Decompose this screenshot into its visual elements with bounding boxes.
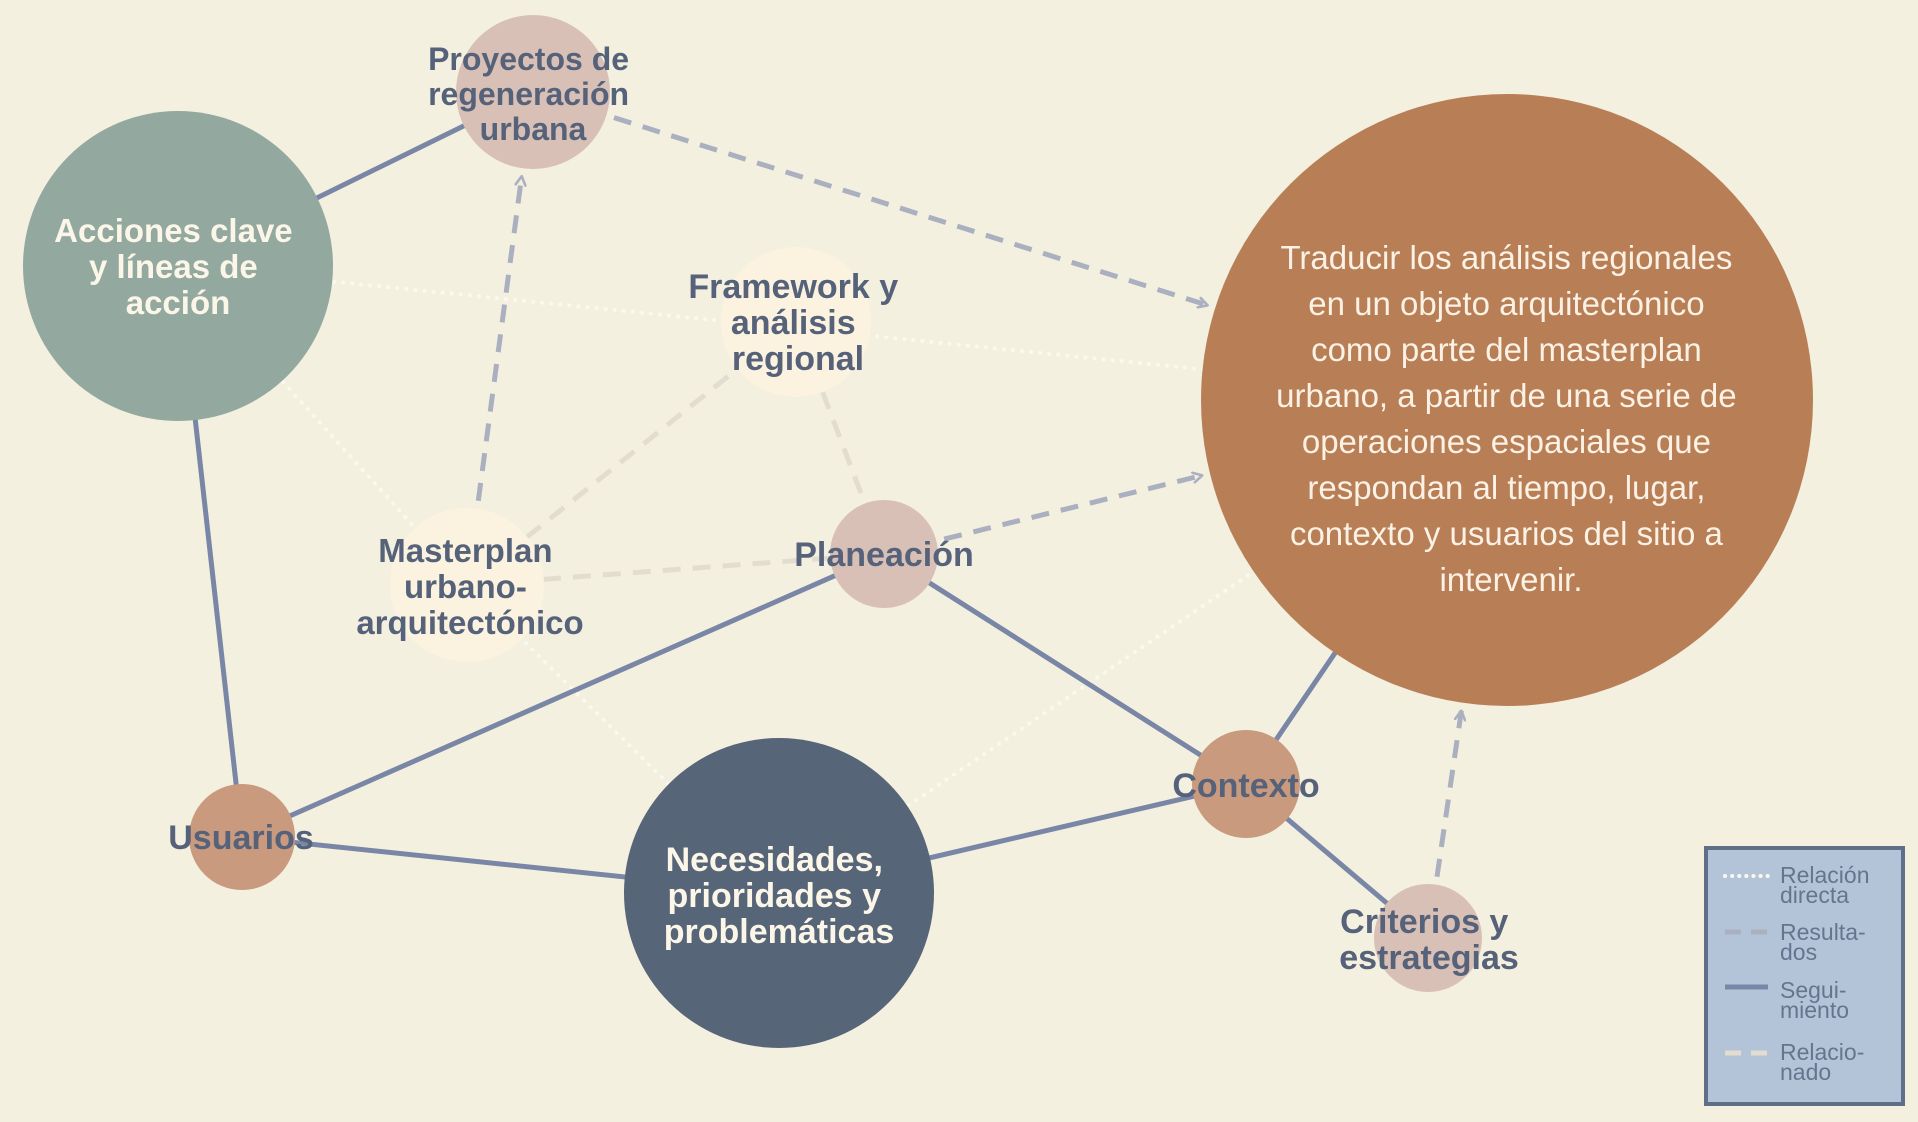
node-framework-circle <box>721 247 871 397</box>
node-masterplan-line-3: arquitectónico <box>356 604 583 641</box>
node-usuarios-line-1: Usuarios <box>168 819 314 857</box>
node-framework-line-1: Framework y <box>688 268 898 306</box>
node-framework-line-3: regional <box>732 340 864 378</box>
node-proyectos[interactable]: Proyectos de regeneración urbana <box>428 15 638 169</box>
node-masterplan[interactable]: Masterplan urbano- arquitectónico <box>356 508 584 662</box>
node-necesidades-circle <box>624 738 934 1048</box>
node-criterios-circle <box>1374 884 1482 992</box>
node-acciones[interactable]: Acciones clave y líneas de acción <box>23 111 333 421</box>
node-necesidades-line-2: prioridades y <box>668 877 882 915</box>
edge-usuarios-planeacion <box>270 564 856 827</box>
node-criterios-line-2: estrategias <box>1339 939 1519 977</box>
node-proyectos-line-1: Proyectos de <box>428 41 629 77</box>
legend-label-directa: Relación directa <box>1780 862 1876 908</box>
edge-masterplan-planeacion <box>512 553 852 585</box>
edge-masterplan-framework <box>501 348 763 559</box>
node-masterplan-circle <box>390 508 544 662</box>
legend-item-resultados: Resulta- dos <box>1725 919 1872 965</box>
node-objetivo-line-1: Traducir los análisis regionales <box>1281 239 1733 276</box>
node-framework-label: Framework y análisis regional <box>688 268 907 378</box>
legend-label-relacionado: Relacio- nado <box>1780 1039 1871 1085</box>
node-framework-line-2: análisis <box>731 304 856 342</box>
legend-label-directa-1: Relación <box>1780 862 1870 888</box>
node-planeacion-label: Planeación <box>794 536 974 574</box>
node-usuarios[interactable]: Usuarios <box>168 784 314 890</box>
edge-acciones-usuarios <box>185 358 241 806</box>
edge-planeacion-objetivo <box>943 475 1202 542</box>
legend-item-seguimiento: Segui- miento <box>1725 977 1853 1023</box>
node-objetivo-line-7: contexto y usuarios del sitio a <box>1290 515 1724 552</box>
legend-label-seguimiento-2: miento <box>1780 997 1849 1023</box>
edge-usuarios-necesidades <box>273 837 687 886</box>
legend-item-relacionado: Relacio- nado <box>1725 1039 1871 1085</box>
node-acciones-label: Acciones clave y líneas de acción <box>54 212 302 321</box>
node-necesidades-label: Necesidades, prioridades y problemáticas <box>664 841 895 951</box>
node-masterplan-line-2: urbano- <box>404 568 527 605</box>
edge-proyectos-objetivo <box>613 115 1208 306</box>
node-masterplan-label: Masterplan urbano- arquitectónico <box>356 532 583 641</box>
edge-planeacion-contexto <box>909 569 1221 769</box>
node-proyectos-label: Proyectos de regeneración urbana <box>428 41 638 147</box>
node-objetivo-line-3: como parte del masterplan <box>1311 331 1702 368</box>
node-acciones-circle <box>23 111 333 421</box>
legend-label-seguimiento-1: Segui- <box>1780 977 1846 1003</box>
edge-acciones-masterplan <box>238 332 438 553</box>
legend-label-relacionado-1: Relacio- <box>1780 1039 1864 1065</box>
node-contexto-line-1: Contexto <box>1172 767 1319 805</box>
node-contexto[interactable]: Contexto <box>1172 730 1320 838</box>
node-proyectos-circle <box>456 15 610 169</box>
node-usuarios-label: Usuarios <box>168 819 314 857</box>
node-criterios-line-1: Criterios y <box>1340 903 1508 941</box>
node-usuarios-circle <box>189 784 295 890</box>
node-objetivo-line-4: urbano, a partir de una serie de <box>1276 377 1736 414</box>
legend-box <box>1704 846 1905 1106</box>
legend-label-resultados-1: Resulta- <box>1780 919 1866 945</box>
node-contexto-label: Contexto <box>1172 767 1319 805</box>
node-acciones-line-3: acción <box>126 284 231 321</box>
node-objetivo-line-6: respondan al tiempo, lugar, <box>1307 469 1705 506</box>
edges-layer <box>185 110 1461 920</box>
edge-contexto-criterios <box>1269 802 1405 920</box>
node-objetivo-line-2: en un objeto arquitectónico <box>1308 285 1704 322</box>
node-criterios[interactable]: Criterios y estrategias <box>1339 884 1519 992</box>
node-framework[interactable]: Framework y análisis regional <box>688 247 907 397</box>
legend-label-resultados: Resulta- dos <box>1780 919 1872 965</box>
node-necesidades-line-1: Necesidades, <box>666 841 883 879</box>
legend-label-resultados-2: dos <box>1780 939 1817 965</box>
legend-label-relacionado-2: nado <box>1780 1059 1831 1085</box>
legend-label-directa-2: directa <box>1780 882 1849 908</box>
node-criterios-label: Criterios y estrategias <box>1339 903 1519 977</box>
node-planeacion[interactable]: Planeación <box>794 500 974 608</box>
node-masterplan-line-1: Masterplan <box>378 532 552 569</box>
node-acciones-line-1: Acciones clave <box>54 212 292 249</box>
node-contexto-circle <box>1192 730 1300 838</box>
node-proyectos-line-3: urbana <box>480 111 587 147</box>
node-proyectos-line-2: regeneración <box>428 76 629 112</box>
node-planeacion-line-1: Planeación <box>794 536 974 574</box>
nodes-layer: Proyectos de regeneración urbana Accione… <box>23 15 1813 1048</box>
node-planeacion-circle <box>830 500 938 608</box>
node-objetivo-circle <box>1201 94 1813 706</box>
edge-criterios-objetivo <box>1434 711 1461 878</box>
legend-item-directa: Relación directa <box>1723 862 1876 908</box>
node-objetivo-line-5: operaciones espaciales que <box>1302 423 1711 460</box>
legend: Relación directa Resulta- dos Segui- mie… <box>1704 846 1905 1106</box>
edge-masterplan-proyectos <box>475 176 521 502</box>
legend-label-seguimiento: Segui- miento <box>1780 977 1853 1023</box>
node-objetivo-text: Traducir los análisis regionales en un o… <box>1276 239 1746 598</box>
node-acciones-line-2: y líneas de <box>89 248 258 285</box>
node-objetivo-line-8: intervenir. <box>1439 561 1582 598</box>
node-necesidades-line-3: problemáticas <box>664 913 895 951</box>
node-necesidades[interactable]: Necesidades, prioridades y problemáticas <box>624 738 934 1048</box>
node-objetivo[interactable]: Traducir los análisis regionales en un o… <box>1201 94 1813 706</box>
